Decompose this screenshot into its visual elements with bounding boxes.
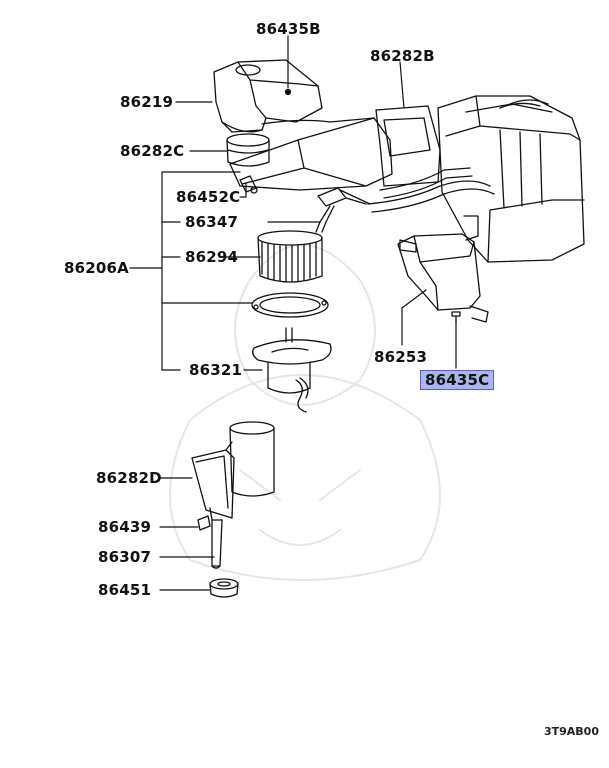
drawing-code: 3T9AB00	[543, 725, 599, 738]
blower-case-housing	[229, 117, 393, 191]
leader-lines	[129, 35, 457, 591]
clip-86452C	[239, 175, 258, 194]
label-86282B[interactable]: 86282B	[370, 47, 435, 65]
drain-hose-86307	[211, 519, 223, 569]
label-86435C-highlighted[interactable]: 86435C	[420, 370, 495, 390]
blower-fan-wheel	[257, 230, 323, 283]
watermark-emblem	[169, 244, 441, 581]
lower-duct-86282D	[191, 421, 275, 521]
label-86451[interactable]: 86451	[98, 581, 152, 599]
label-86253[interactable]: 86253	[374, 348, 428, 366]
heater-unit	[339, 95, 585, 263]
blower-motor	[252, 327, 332, 413]
label-86282C[interactable]: 86282C	[120, 142, 185, 160]
label-86347[interactable]: 86347	[185, 213, 239, 231]
label-86206A[interactable]: 86206A	[64, 259, 129, 277]
label-86282D[interactable]: 86282D	[96, 469, 162, 487]
upper-elbow-duct	[213, 59, 323, 133]
duct-ring-seal	[226, 133, 270, 167]
motor-gasket-ring	[251, 292, 329, 318]
case-seal-86282B	[375, 105, 441, 187]
screw-86435C	[451, 311, 461, 323]
clip-86439	[197, 515, 211, 531]
label-86439[interactable]: 86439	[98, 518, 152, 536]
label-86435B[interactable]: 86435B	[256, 20, 321, 38]
grommet-86451	[209, 578, 239, 598]
label-86307[interactable]: 86307	[98, 548, 152, 566]
label-86321[interactable]: 86321	[189, 361, 243, 379]
label-86452C[interactable]: 86452C	[176, 188, 241, 206]
label-86294[interactable]: 86294	[185, 248, 239, 266]
lower-case-cover-86253	[397, 215, 489, 323]
resistor-86347	[315, 187, 367, 233]
label-86219[interactable]: 86219	[120, 93, 174, 111]
